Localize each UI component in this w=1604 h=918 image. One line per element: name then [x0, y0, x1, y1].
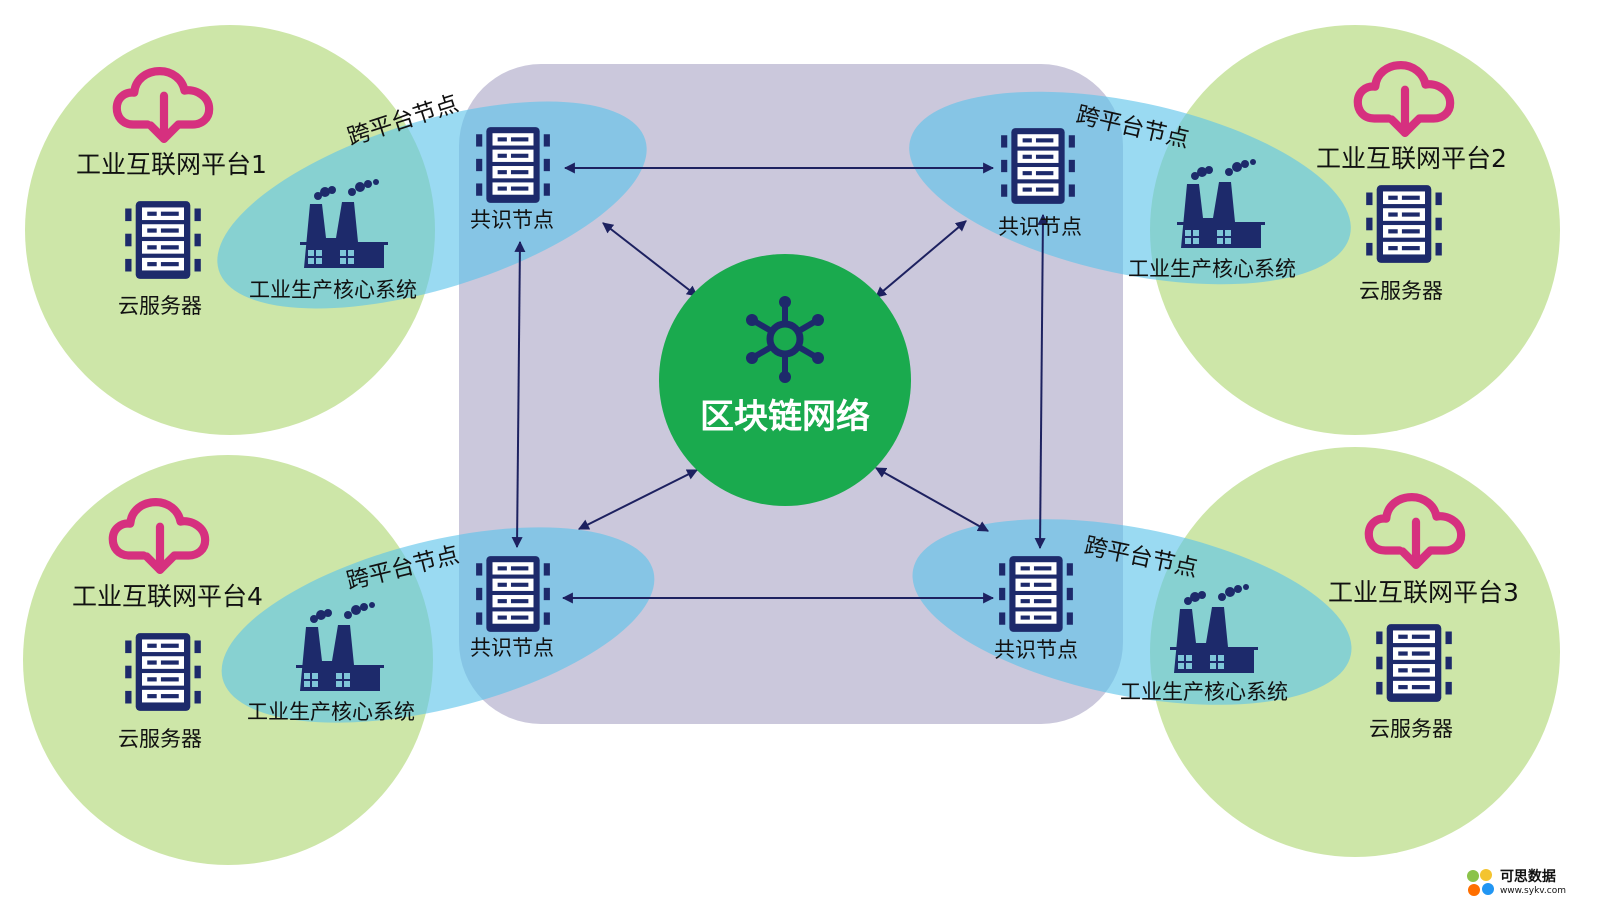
server-rack-icon [125, 201, 201, 279]
arrow-center-br [875, 467, 989, 532]
network-hub-icon [746, 296, 824, 383]
consensus-server-icon [476, 127, 550, 203]
watermark: 可思数据 www.sykv.com [1466, 866, 1566, 896]
watermark-url: www.sykv.com [1499, 886, 1566, 896]
server-rack-icon [1366, 185, 1442, 263]
platform-title: 工业互联网平台1 [76, 150, 267, 179]
consensus-node-label: 共识节点 [994, 638, 1078, 662]
connection-arrows [511, 162, 1049, 604]
consensus-server-icon [1001, 128, 1075, 204]
server-rack-icon [125, 633, 201, 711]
consensus-server-icon [999, 556, 1073, 632]
arrow-left [511, 240, 526, 549]
cloud-server-label: 云服务器 [1359, 279, 1443, 303]
core-system-label: 工业生产核心系统 [247, 700, 415, 724]
core-system-label: 工业生产核心系统 [249, 278, 417, 302]
platform-circle-2 [1150, 25, 1560, 435]
blockchain-network-title: 区块链网络 [700, 397, 870, 437]
platform-title: 工业互联网平台4 [72, 582, 263, 611]
arrow-center-bl [578, 469, 698, 530]
consensus-server-icon [476, 556, 550, 632]
consensus-node-label: 共识节点 [998, 215, 1082, 239]
cloud-server-label: 云服务器 [118, 727, 202, 751]
watermark-logo-icon [1466, 869, 1494, 896]
arrow-right [1034, 213, 1049, 550]
cloud-server-label: 云服务器 [118, 294, 202, 318]
core-system-label: 工业生产核心系统 [1128, 257, 1296, 281]
arrow-center-tl [602, 222, 698, 297]
consensus-node-label: 共识节点 [470, 208, 554, 232]
platform-title: 工业互联网平台2 [1316, 144, 1507, 173]
server-rack-icon [1376, 624, 1452, 702]
arrow-center-tr [875, 220, 967, 298]
watermark-name: 可思数据 [1499, 869, 1556, 885]
consensus-node-label: 共识节点 [470, 636, 554, 660]
cloud-server-label: 云服务器 [1369, 717, 1453, 741]
platform-title: 工业互联网平台3 [1328, 578, 1519, 607]
core-system-label: 工业生产核心系统 [1120, 680, 1288, 704]
